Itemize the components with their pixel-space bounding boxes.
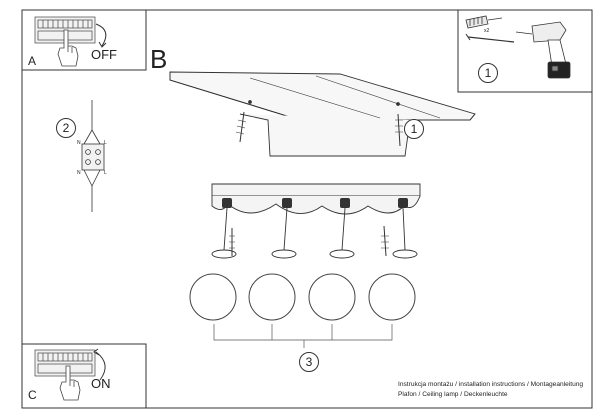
panel-a-letter: A <box>28 54 37 68</box>
step-number-mount: 1 <box>404 119 424 139</box>
lamp-socket-icon <box>222 198 408 208</box>
screw-icon <box>395 113 403 147</box>
screw-icon <box>465 33 515 43</box>
switch-box-icon <box>34 349 96 377</box>
mounting-plate <box>169 71 476 157</box>
panel-a <box>21 9 147 71</box>
caption-line-1: Instrukcja montażu / installation instru… <box>398 381 584 388</box>
panel-c <box>21 343 147 409</box>
wall-plug-icon <box>465 15 503 29</box>
screw-icon <box>381 225 389 257</box>
terminal-label: N <box>77 140 81 146</box>
hand-pointer-icon <box>57 29 79 67</box>
panel-c-letter: C <box>28 388 37 402</box>
rotate-arrow-down-icon <box>95 23 107 47</box>
panel-kit <box>457 9 593 93</box>
power-drill-icon <box>515 21 571 79</box>
glass-shades <box>189 273 416 321</box>
shade-bracket <box>213 324 393 348</box>
screw-icon <box>229 228 235 256</box>
arrow-head <box>93 348 100 356</box>
glass-shade <box>248 273 296 321</box>
step-number-kit: 1 <box>478 63 498 83</box>
panel-b-letter: B <box>150 44 168 74</box>
step-number-shades: 3 <box>299 352 319 372</box>
on-label: ON <box>91 376 111 391</box>
hand-pointer-icon <box>59 365 81 401</box>
glass-shade <box>368 273 416 321</box>
lamp-base <box>211 183 421 215</box>
step-number-wiring: 2 <box>56 118 76 138</box>
arrow-head <box>98 41 107 48</box>
outer-frame <box>21 9 593 409</box>
bulb-stems <box>211 207 418 259</box>
terminal-label: L <box>104 140 107 146</box>
glass-shade <box>189 273 237 321</box>
glass-shade <box>308 273 356 321</box>
screw-icon <box>235 111 247 143</box>
terminal-label: N <box>77 170 81 176</box>
kit-quantity: x2 <box>484 28 490 34</box>
off-label: OFF <box>91 47 117 62</box>
wiring-connector <box>81 100 105 212</box>
caption-line-2: Plafon / Ceiling lamp / Deckenleuchte <box>398 391 508 398</box>
terminal-label: L <box>104 170 107 176</box>
